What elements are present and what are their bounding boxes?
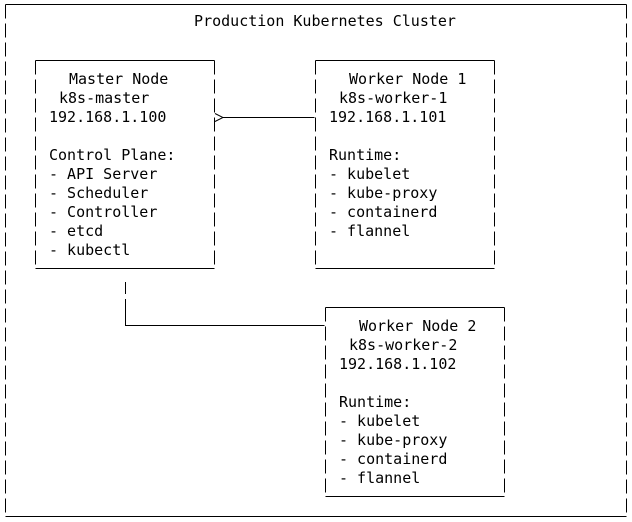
worker-2-hostname: k8s-worker-2 xyxy=(349,336,457,354)
master-to-worker-2-connector xyxy=(125,282,325,326)
worker-node-1: Worker Node 1 k8s-worker-1 192.168.1.101… xyxy=(315,60,495,269)
worker-2-component-item: - containerd xyxy=(339,450,447,468)
worker-1-hostname: k8s-worker-1 xyxy=(339,89,447,107)
master-node-section: Control Plane: xyxy=(49,146,175,164)
master-component-item: - Controller xyxy=(49,203,157,221)
worker-1-component-item: - kubelet xyxy=(329,165,410,183)
worker-node-2: Worker Node 2 k8s-worker-2 192.168.1.102… xyxy=(325,307,505,497)
worker-2-component-item: - kubelet xyxy=(339,412,420,430)
worker-1-section: Runtime: xyxy=(329,146,401,164)
master-component-item: - Scheduler xyxy=(49,184,148,202)
worker-2-component-item: - kube-proxy xyxy=(339,431,447,449)
master-component-item: - kubectl xyxy=(49,241,130,259)
worker-1-role: Worker Node 1 xyxy=(349,70,466,88)
master-component-item: - API Server xyxy=(49,165,157,183)
master-component-item: - etcd xyxy=(49,222,103,240)
worker-1-component-item: - kube-proxy xyxy=(329,184,437,202)
master-node-border xyxy=(35,60,215,269)
master-node: Master Node k8s-master 192.168.1.100 Con… xyxy=(35,60,215,269)
worker-2-ip: 192.168.1.102 xyxy=(339,355,456,373)
master-node-ip: 192.168.1.100 xyxy=(49,108,166,126)
master-node-hostname: k8s-master xyxy=(59,89,149,107)
worker-1-component-item: - containerd xyxy=(329,203,437,221)
worker-node-1-border xyxy=(315,60,495,269)
worker-node-2-border xyxy=(325,307,505,497)
master-node-role: Master Node xyxy=(69,70,168,88)
worker-2-component-item: - flannel xyxy=(339,469,420,487)
worker-1-component-item: - flannel xyxy=(329,222,410,240)
worker-2-section: Runtime: xyxy=(339,393,411,411)
worker-1-ip: 192.168.1.101 xyxy=(329,108,446,126)
cluster-title: Production Kubernetes Cluster xyxy=(194,12,456,30)
cluster-boundary xyxy=(5,4,627,517)
worker-2-role: Worker Node 2 xyxy=(359,317,476,335)
